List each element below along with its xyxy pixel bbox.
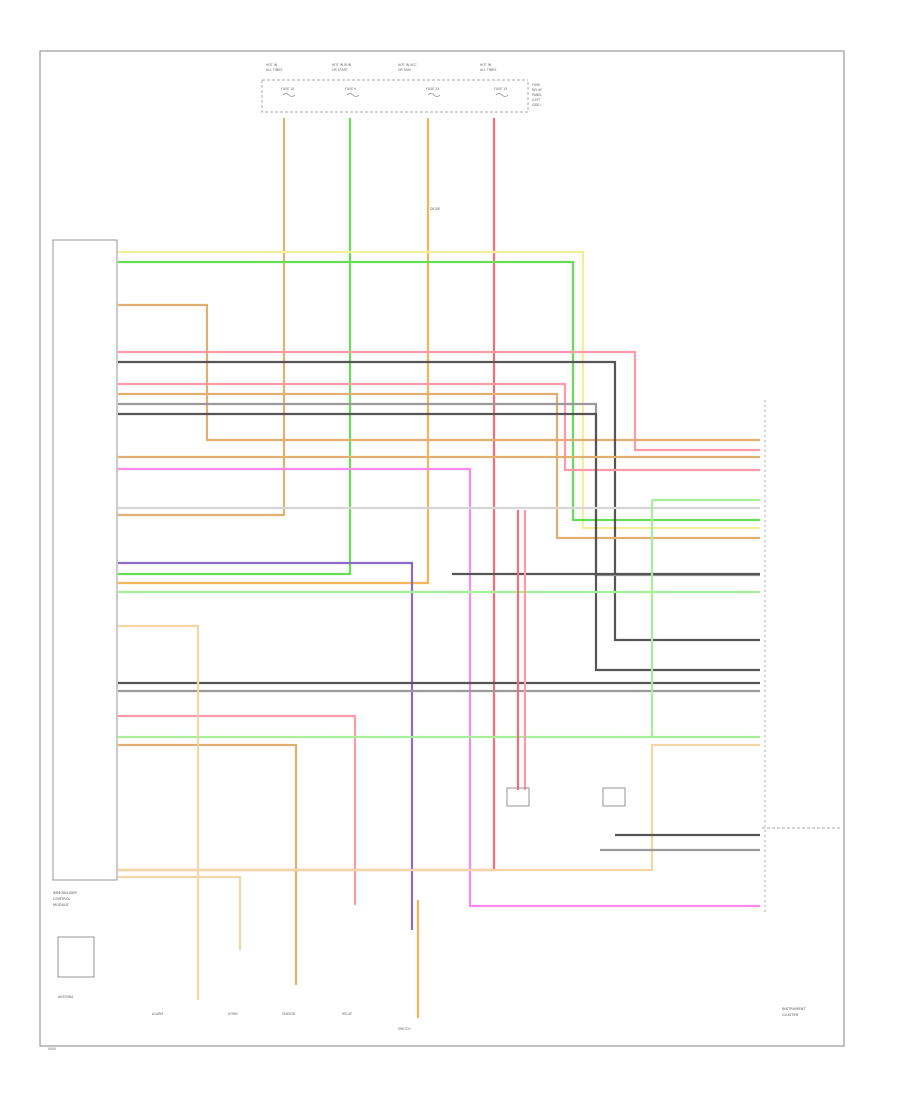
bottom-label-2: HORN: [228, 1012, 238, 1016]
antenna-box: ANTENNA: [57, 936, 95, 999]
fuse-label-4: FUSE 15: [494, 87, 507, 91]
svg-text:HOT IN: HOT IN: [266, 63, 278, 67]
wire-dark-1: [118, 360, 760, 642]
wire-tan-5: [118, 624, 200, 1000]
svg-text:OR START: OR START: [332, 68, 348, 72]
diode-label: DIODE: [430, 207, 440, 211]
svg-text:PANEL: PANEL: [532, 93, 542, 97]
wire-tan-1: [118, 303, 760, 442]
wire-pink-2: [118, 382, 760, 472]
fuse-label-3: FUSE 23: [426, 87, 439, 91]
module-name-3: MODULE: [53, 903, 69, 907]
svg-text:(LEFT: (LEFT: [532, 98, 541, 102]
wire-tan-7: [118, 743, 760, 872]
wire-orange-fuse-23: [118, 118, 430, 585]
wire-lightgreen-3: [650, 498, 760, 737]
instrument-cluster: INSTRUMENT CLUSTER: [762, 400, 840, 1017]
wire-dark-2: [118, 412, 760, 672]
antenna-label: ANTENNA: [58, 995, 74, 999]
wire-tan-2: [118, 392, 760, 540]
cluster-label-2: CLUSTER: [782, 1013, 799, 1017]
bottom-label-5: SWITCH: [398, 1027, 411, 1031]
wire-tan-fuse-10: [118, 118, 286, 517]
svg-text:HOT IN: HOT IN: [480, 63, 492, 67]
bottom-components: ALARM HORN SENSOR RELAY SWITCH DIODE: [152, 207, 440, 1031]
wire-green-fuse-9: [118, 118, 352, 576]
wire-red-fuse-15: [118, 118, 496, 872]
wire-tan-6: [118, 875, 242, 950]
svg-text:ALL TIMES: ALL TIMES: [480, 68, 496, 72]
relay-right: [602, 787, 626, 807]
relay-left: [506, 787, 530, 807]
diagram-frame: [39, 50, 845, 1047]
module-name-1: IMMOBILIZER: [53, 891, 77, 895]
wire-green-1: [118, 260, 760, 522]
wire-pink-1: [118, 350, 760, 452]
wire-tan-4: [118, 743, 298, 985]
page-code: 0000: [48, 1047, 56, 1051]
immobilizer-module: IMMOBILIZER CONTROL MODULE: [52, 239, 118, 907]
wire-purple-1: [118, 561, 414, 930]
fuse-label-1: FUSE 10: [281, 87, 294, 91]
wires: [118, 118, 760, 1018]
wire-magenta-1: [118, 467, 760, 908]
wire-yellow-1: [118, 250, 760, 530]
wire-gray-1: [118, 402, 760, 577]
svg-text:OR RUN: OR RUN: [398, 68, 411, 72]
svg-text:HOT IN RUN: HOT IN RUN: [332, 63, 352, 67]
bottom-label-1: ALARM: [152, 1012, 163, 1016]
svg-text:HOT IN ACC: HOT IN ACC: [398, 63, 418, 67]
bottom-label-3: SENSOR: [282, 1012, 296, 1016]
module-name-2: CONTROL: [53, 897, 71, 901]
svg-text:FUSE: FUSE: [532, 83, 540, 87]
bottom-label-4: RELAY: [342, 1012, 352, 1016]
fuse-label-2: FUSE 9: [345, 87, 356, 91]
svg-text:SIDE): SIDE): [532, 103, 541, 107]
cluster-label-1: INSTRUMENT: [782, 1007, 806, 1011]
svg-text:ALL TIMES: ALL TIMES: [266, 68, 282, 72]
svg-text:RELAY: RELAY: [532, 88, 542, 92]
